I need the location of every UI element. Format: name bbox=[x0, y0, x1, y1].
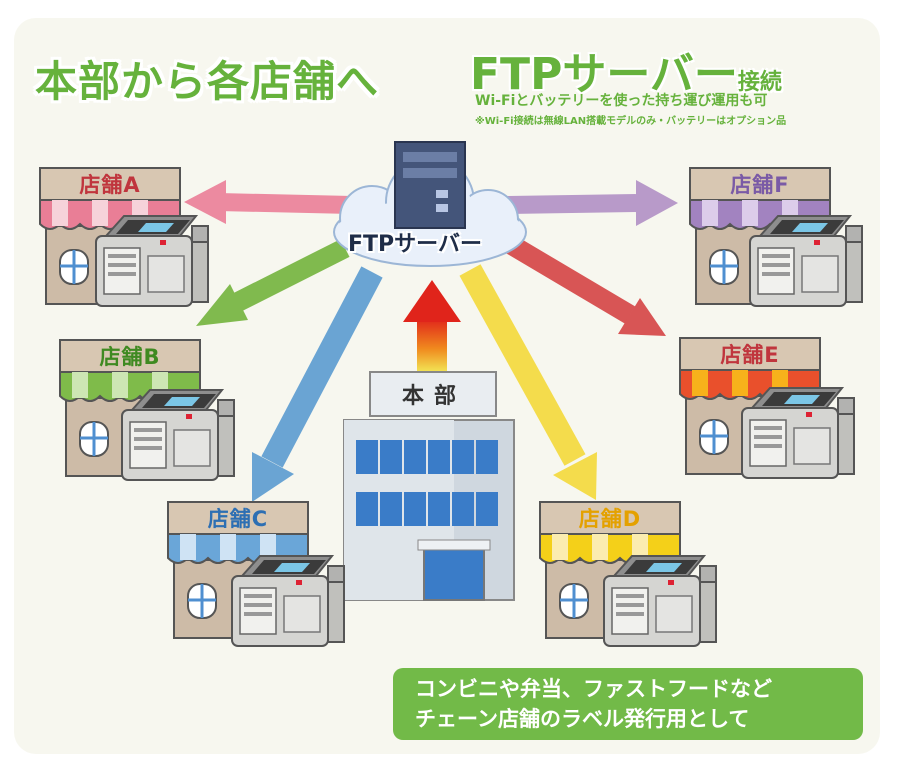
callout-line-1: コンビニや弁当、ファストフードなど bbox=[415, 677, 772, 701]
ftp-title-suffix: 接続 bbox=[737, 70, 782, 95]
printer-c bbox=[231, 555, 345, 647]
printer-b bbox=[121, 389, 235, 481]
headline: 本部から各店舗へ bbox=[35, 57, 380, 106]
use-case-callout: コンビニや弁当、ファストフードなど チェーン店舗のラベル発行用として bbox=[393, 668, 863, 740]
store-label-b: 店舗B bbox=[99, 345, 161, 369]
arrow-to-store-e bbox=[494, 229, 666, 336]
server-tower-icon bbox=[394, 141, 466, 229]
store-label-f: 店舗F bbox=[730, 173, 790, 197]
printer-d bbox=[603, 555, 717, 647]
store-label-e: 店舗E bbox=[720, 343, 780, 367]
callout-line-2: チェーン店舗のラベル発行用として bbox=[415, 707, 750, 731]
arrow-to-store-b bbox=[196, 239, 350, 326]
arrow-hq-to-server bbox=[403, 280, 461, 374]
ftp-title-main: FTPサーバー bbox=[470, 49, 738, 100]
store-label-d: 店舗D bbox=[578, 507, 642, 531]
printer-a bbox=[95, 215, 209, 307]
ftp-title: FTPサーバー接続 bbox=[470, 38, 782, 102]
arrow-to-store-a bbox=[184, 180, 353, 224]
printer-f bbox=[749, 215, 863, 307]
store-label-c: 店舗C bbox=[207, 507, 269, 531]
headquarters-building bbox=[343, 371, 515, 601]
arrow-to-store-d bbox=[459, 264, 597, 500]
hq-label: 本部 bbox=[401, 384, 466, 409]
arrow-to-store-c bbox=[252, 266, 383, 502]
server-label: FTPサーバー bbox=[348, 232, 482, 257]
store-label-a: 店舗A bbox=[79, 173, 141, 197]
note: ※Wi-Fi接続は無線LAN搭載モデルのみ・バッテリーはオプション品 bbox=[475, 116, 787, 127]
arrow-to-store-f bbox=[504, 180, 678, 226]
printer-e bbox=[741, 387, 855, 479]
subtitle: Wi-Fiとバッテリーを使った持ち運び運用も可 bbox=[475, 93, 768, 109]
